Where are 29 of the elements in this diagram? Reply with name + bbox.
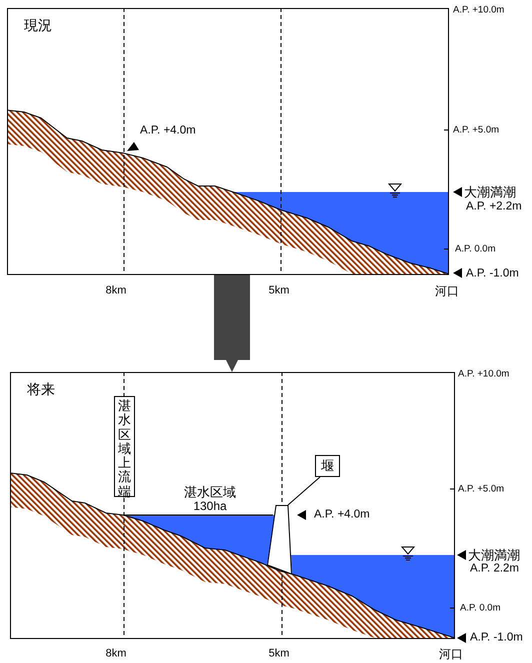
elevation-label: A.P. +5.0m [453, 125, 500, 135]
distance-label: 8km [106, 648, 126, 660]
elevation-label: A.P. 2.2m [470, 563, 520, 575]
distance-label: 5km [268, 286, 290, 296]
elevation-label: A.P. +10.0m [458, 369, 510, 379]
block-arrow [214, 275, 250, 372]
distance-label: 5km [268, 648, 290, 660]
label-box: 堰 [315, 455, 340, 477]
distance-label: 8km [106, 286, 126, 296]
elevation-label: A.P. +5.0m [458, 484, 504, 494]
elevation-label: A.P. 0.0m [455, 244, 496, 254]
distance-label: 河口 [435, 285, 459, 297]
elevation-label: A.P. 0.0m [460, 603, 500, 613]
section-panel [7, 8, 449, 275]
elevation-label: A.P. +4.0m [140, 125, 196, 137]
elevation-label: A.P. -1.0m [470, 632, 523, 644]
area-label: 湛水区域 [184, 486, 236, 498]
elevation-label: A.P. -1.0m [466, 268, 519, 280]
tide-label: 大潮満潮 [464, 186, 516, 198]
elevation-label: A.P. +10.0m [453, 5, 504, 15]
area-label: 130ha [193, 500, 227, 512]
leader-line [288, 476, 320, 506]
tide-label: 大潮満潮 [468, 548, 520, 562]
panel-title: 将来 [27, 381, 55, 399]
weir-drawing [267, 505, 292, 575]
distance-label: 河口 [439, 648, 463, 660]
panel-title: 現況 [24, 17, 52, 35]
elevation-label: A.P. +2.2m [466, 201, 522, 213]
elevation-label: A.P. +4.0m [314, 509, 370, 521]
